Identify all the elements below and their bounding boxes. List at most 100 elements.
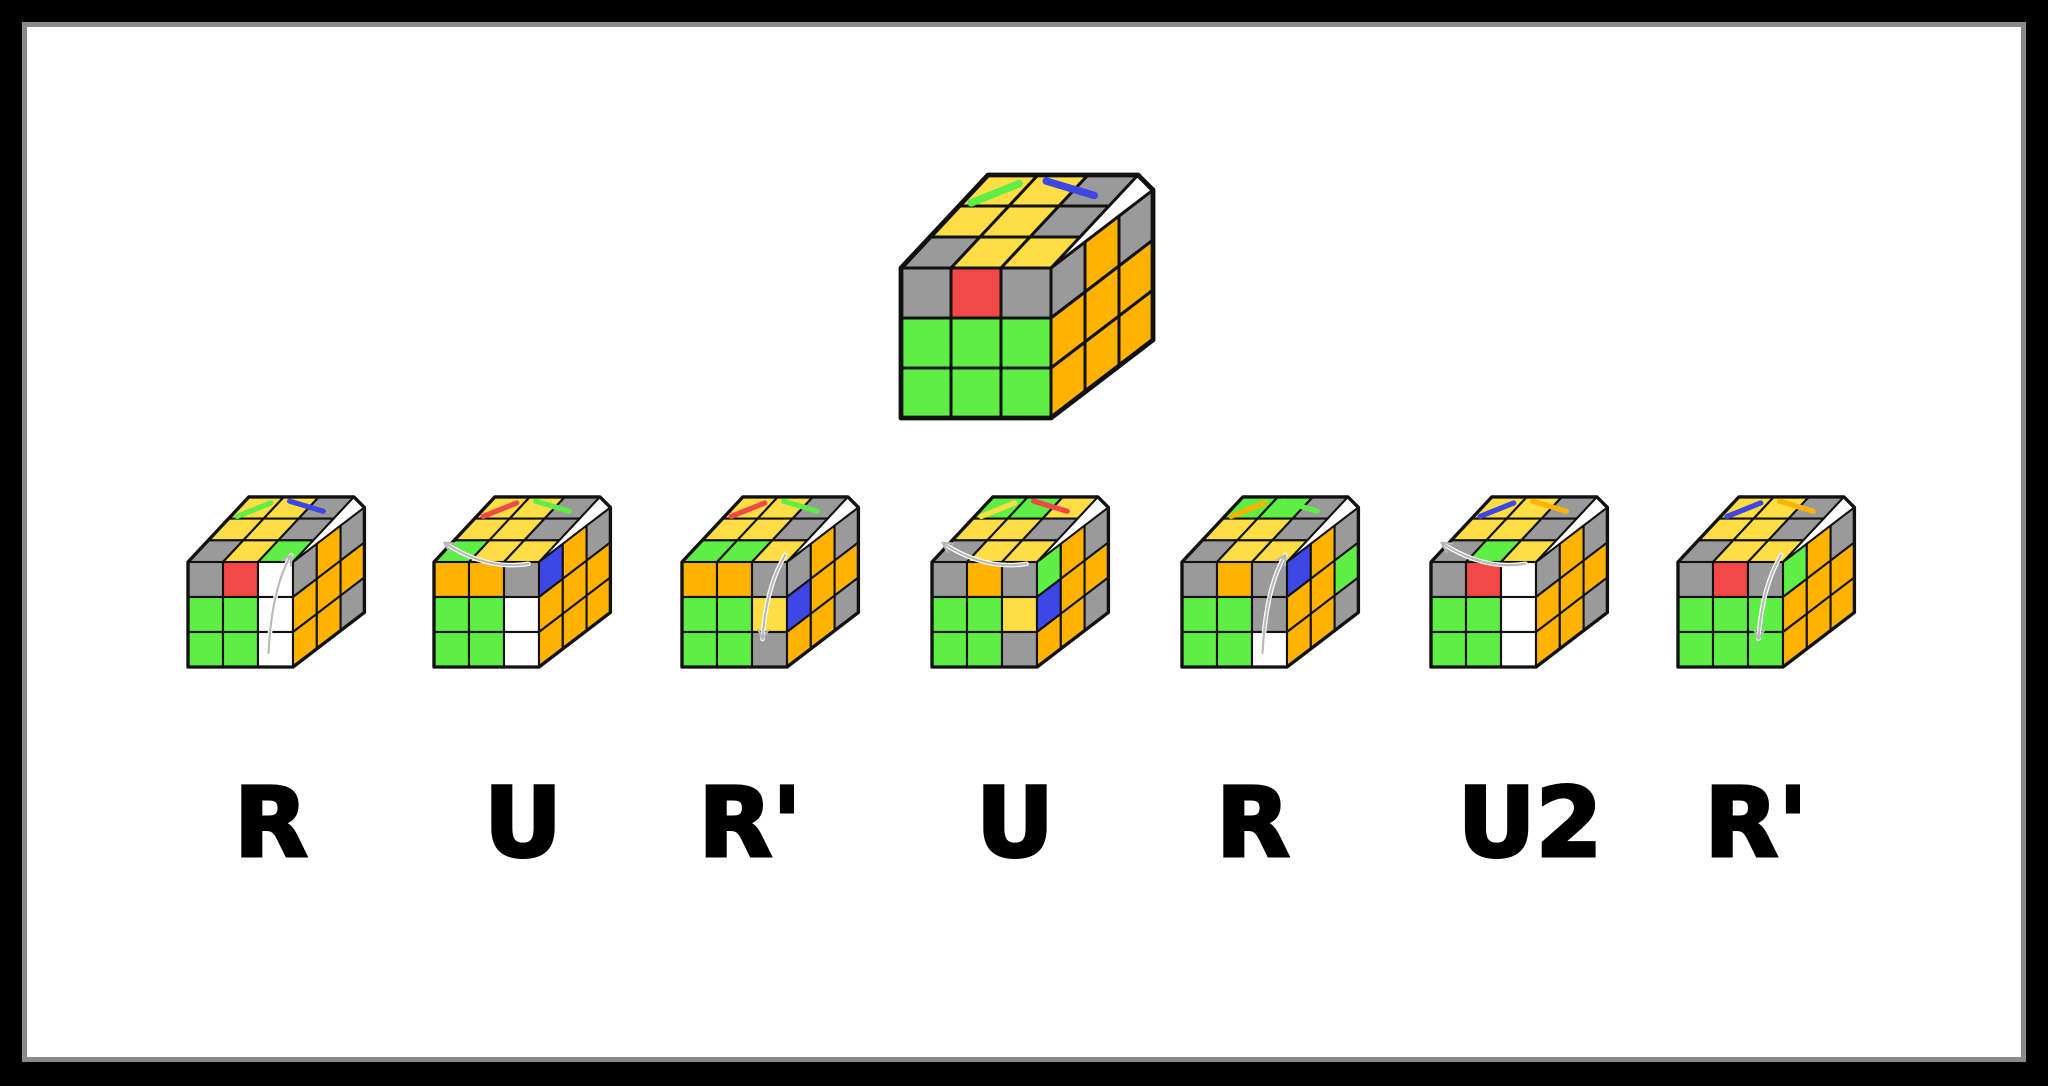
- front-sticker: [949, 266, 1003, 320]
- move-arrow-head: [1753, 628, 1766, 641]
- front-sticker: [1464, 630, 1503, 669]
- step-2: [432, 495, 613, 669]
- orientation-marker-2: [1031, 498, 1070, 514]
- front-sticker: [949, 316, 1003, 370]
- orientation-marker-1: [1228, 500, 1268, 520]
- move-arrow-head: [941, 541, 955, 554]
- step-1: [186, 495, 367, 669]
- move-label-1: R: [234, 767, 308, 879]
- front-sticker: [1676, 560, 1715, 599]
- diagram-frame: R U R' U R U2 R': [22, 22, 2026, 1062]
- front-sticker: [1676, 630, 1715, 669]
- cube-outline: [1180, 495, 1361, 669]
- orientation-marker-2: [287, 498, 326, 514]
- cube-outline: [898, 172, 1156, 421]
- front-sticker: [680, 560, 719, 599]
- front-sticker: [432, 560, 471, 599]
- front-sticker: [930, 560, 969, 599]
- move-arrow: [1440, 541, 1527, 567]
- move-arrow-head: [757, 628, 770, 641]
- front-sticker: [1215, 630, 1254, 669]
- front-sticker: [186, 595, 225, 634]
- orientation-marker-2: [1042, 177, 1098, 200]
- front-sticker: [1180, 595, 1219, 634]
- front-sticker: [1429, 560, 1468, 599]
- move-arrow: [267, 553, 293, 655]
- front-sticker: [1000, 560, 1039, 599]
- front-sticker: [1429, 630, 1468, 669]
- front-sticker: [467, 595, 506, 634]
- move-arrow: [761, 553, 787, 641]
- front-sticker: [432, 595, 471, 634]
- front-sticker: [899, 366, 953, 420]
- move-arrow-head: [281, 553, 293, 567]
- orientation-marker-1: [978, 500, 1018, 520]
- front-sticker: [965, 630, 1004, 669]
- move-label-2: U: [484, 767, 562, 879]
- front-sticker: [965, 595, 1004, 634]
- front-sticker: [1215, 595, 1254, 634]
- move-arrow: [443, 541, 530, 567]
- cubes-layer: [186, 172, 1857, 669]
- front-sticker: [715, 560, 754, 599]
- move-arrow: [1261, 553, 1287, 655]
- front-sticker: [467, 560, 506, 599]
- move-arrow-head: [1440, 541, 1454, 554]
- front-sticker: [467, 630, 506, 669]
- front-sticker: [999, 366, 1053, 420]
- cube-outline: [1676, 495, 1857, 669]
- move-arrow-head: [1275, 553, 1287, 567]
- front-sticker: [502, 630, 541, 669]
- front-sticker: [1464, 560, 1503, 599]
- move-label-6: U2: [1458, 767, 1603, 879]
- orientation-marker-1: [234, 500, 274, 520]
- orientation-marker-2: [781, 498, 820, 514]
- cube-outline: [680, 495, 861, 669]
- orientation-marker-1: [480, 500, 520, 520]
- front-sticker: [999, 266, 1053, 320]
- front-sticker: [1429, 595, 1468, 634]
- front-sticker: [680, 630, 719, 669]
- front-sticker: [1215, 560, 1254, 599]
- front-sticker: [965, 560, 1004, 599]
- orientation-marker-1: [967, 179, 1023, 207]
- front-sticker: [1746, 630, 1785, 669]
- front-sticker: [1180, 560, 1219, 599]
- cube-outline: [432, 495, 613, 669]
- front-sticker: [750, 630, 789, 669]
- move-arrow: [1757, 553, 1783, 641]
- step-4: [930, 495, 1111, 669]
- orientation-marker-2: [1777, 498, 1816, 514]
- diagram-canvas: R U R' U R U2 R': [186, 172, 1857, 881]
- move-labels: R U R' U R U2 R': [233, 766, 1810, 881]
- step-6: [1429, 495, 1610, 669]
- front-sticker: [221, 595, 260, 634]
- move-label-7: R': [1704, 767, 1807, 879]
- front-sticker: [1180, 630, 1219, 669]
- orientation-marker-1: [1477, 500, 1517, 520]
- move-arrow: [941, 541, 1028, 567]
- front-sticker: [930, 630, 969, 669]
- front-sticker: [221, 630, 260, 669]
- orientation-marker-2: [1530, 498, 1569, 514]
- cube-outline: [186, 495, 367, 669]
- move-label-3: R': [698, 767, 801, 879]
- front-sticker: [502, 595, 541, 634]
- move-arrow-head: [443, 541, 457, 554]
- front-sticker: [1464, 595, 1503, 634]
- front-sticker: [1711, 560, 1750, 599]
- step-7: [1676, 495, 1857, 669]
- front-sticker: [1499, 630, 1538, 669]
- move-label-5: R: [1216, 767, 1290, 879]
- front-sticker: [256, 630, 295, 669]
- front-sticker: [186, 630, 225, 669]
- front-sticker: [715, 630, 754, 669]
- front-sticker: [930, 595, 969, 634]
- front-sticker: [432, 630, 471, 669]
- front-sticker: [221, 560, 260, 599]
- front-sticker: [1499, 560, 1538, 599]
- step-5: [1180, 495, 1361, 669]
- front-sticker: [1711, 595, 1750, 634]
- step-3: [680, 495, 861, 669]
- front-sticker: [680, 595, 719, 634]
